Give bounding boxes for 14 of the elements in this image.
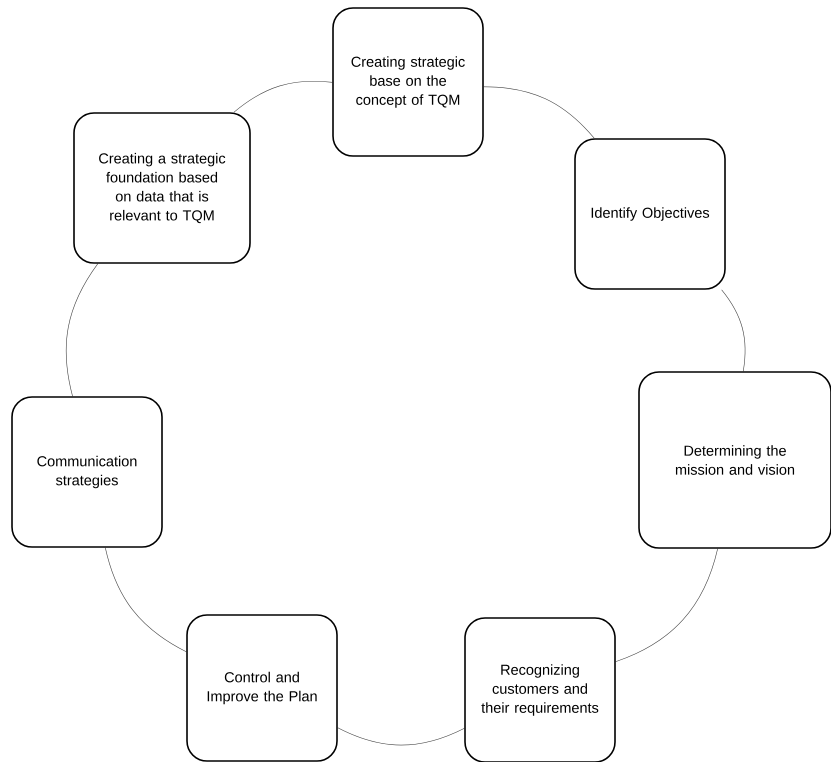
step-box: Recognizing customers and their requirements bbox=[464, 617, 616, 762]
connector-arc bbox=[484, 86, 594, 138]
connector-arc bbox=[721, 290, 746, 372]
step-box: Identify Objectives bbox=[574, 138, 726, 290]
connector-arc bbox=[105, 548, 186, 652]
connector-arc bbox=[616, 548, 718, 662]
connector-arc bbox=[66, 264, 98, 396]
step-box: Communication strategies bbox=[11, 396, 163, 548]
step-box: Creating a strategic foundation based on data that is relevant to TQM bbox=[73, 112, 251, 264]
step-box: Determining the mission and vision bbox=[638, 371, 831, 549]
step-box: Creating strategic base on the concept of TQM bbox=[332, 7, 484, 157]
connector-arc bbox=[338, 727, 464, 746]
step-box: Control and Improve the Plan bbox=[186, 614, 338, 762]
connector-arc bbox=[234, 80, 332, 112]
